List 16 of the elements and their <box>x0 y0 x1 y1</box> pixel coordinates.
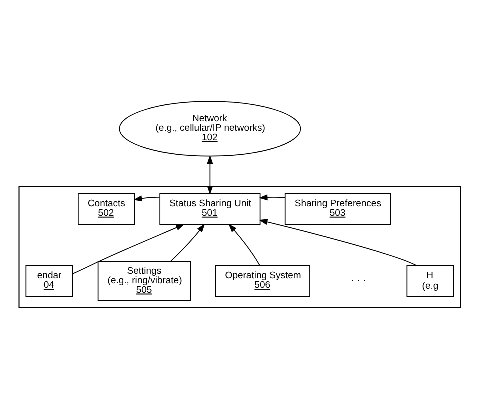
arrow <box>170 223 206 262</box>
arrow <box>259 194 286 200</box>
arrow <box>72 224 185 274</box>
label: · · · <box>351 275 366 286</box>
arrow <box>207 154 214 194</box>
arrow <box>259 218 418 266</box>
arrow <box>134 195 160 202</box>
node-ellipse: Network (e.g., cellular/IP networks) 102 <box>119 100 302 156</box>
node-box: Sharing Preferences 503 <box>284 192 392 225</box>
node-box: Settings (e.g., ring/vibrate) 505 <box>98 260 192 301</box>
node-box: Contacts 502 <box>78 192 136 225</box>
node-box: Operating System 506 <box>215 264 310 297</box>
arrow <box>228 223 260 266</box>
node-box: endar 04 <box>26 264 74 297</box>
node-box: H (e.g <box>406 264 454 297</box>
node-box: Status Sharing Unit 501 <box>160 192 261 225</box>
